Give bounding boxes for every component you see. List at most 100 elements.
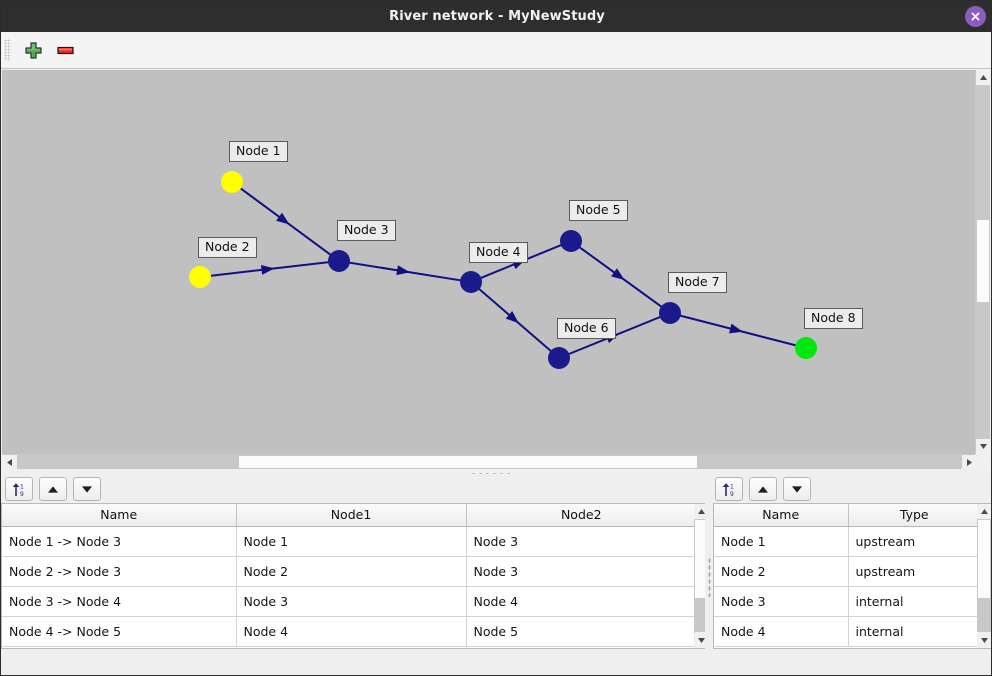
table-cell[interactable]: Node 2: [236, 556, 467, 587]
nodes-sort-button[interactable]: 1 9: [715, 477, 743, 501]
table-cell[interactable]: Node 2: [714, 556, 849, 587]
triangle-up-icon: [758, 485, 768, 493]
branches-sort-button[interactable]: 1 9: [5, 477, 33, 501]
table-cell[interactable]: upstream: [848, 526, 978, 557]
column-header-node2[interactable]: Node2: [466, 504, 694, 527]
vertical-scroll-thumb[interactable]: [976, 219, 990, 303]
graph-node-label[interactable]: Node 8: [804, 308, 863, 329]
table-cell[interactable]: Node 4: [466, 586, 694, 617]
window-title: River network - MyNewStudy: [389, 9, 605, 24]
table-cell[interactable]: Node 3: [466, 556, 694, 587]
vertical-splitter[interactable]: [705, 477, 713, 675]
table-cell[interactable]: Node 1: [714, 526, 849, 557]
svg-text:1: 1: [20, 483, 24, 490]
toolbar-drag-handle[interactable]: [4, 39, 11, 61]
table-cell[interactable]: internal: [848, 586, 978, 617]
table-cell[interactable]: upstream: [848, 556, 978, 587]
graph-node[interactable]: [659, 302, 681, 324]
table-cell[interactable]: Node 5: [466, 616, 694, 647]
nodes-move-down-button[interactable]: [783, 477, 811, 501]
graph-node[interactable]: [560, 230, 582, 252]
branches-move-down-button[interactable]: [73, 477, 101, 501]
horizontal-splitter[interactable]: [2, 469, 977, 477]
canvas-vertical-scrollbar[interactable]: [975, 70, 991, 454]
horizontal-scroll-thumb[interactable]: [238, 455, 698, 469]
graph-node-label[interactable]: Node 6: [557, 318, 616, 339]
graph-node[interactable]: [189, 266, 211, 288]
graph-node-label[interactable]: Node 7: [668, 272, 727, 293]
column-header-name[interactable]: Name: [2, 504, 237, 527]
river-network-canvas[interactable]: Node 1 Node 2 Node 3 Node 4 Node 5 Node 6 Node…: [2, 70, 977, 454]
plus-icon: [24, 41, 42, 59]
scroll-down-button[interactable]: [976, 439, 991, 454]
node-layer: [189, 171, 817, 369]
table-cell[interactable]: Node 4: [236, 616, 467, 647]
nodes-scroll-down-button[interactable]: [977, 633, 991, 648]
graph-node-label[interactable]: Node 1: [229, 141, 288, 162]
column-header-type[interactable]: Type: [848, 504, 978, 527]
splitter-grip-icon: [707, 557, 711, 597]
remove-node-button[interactable]: [52, 37, 78, 63]
scroll-track-below[interactable]: [976, 303, 990, 439]
nodes-scroll-track[interactable]: [977, 599, 991, 632]
branches-move-up-button[interactable]: [39, 477, 67, 501]
table-cell[interactable]: Node 1 -> Node 3: [2, 526, 237, 557]
graph-node[interactable]: [795, 337, 817, 359]
nodes-scroll-thumb[interactable]: [977, 519, 991, 599]
triangle-down-icon: [792, 485, 802, 493]
close-window-button[interactable]: [965, 6, 986, 27]
close-icon: [971, 12, 980, 21]
minus-icon: [56, 46, 74, 54]
table-cell[interactable]: Node 3: [714, 586, 849, 617]
graph-node-label[interactable]: Node 4: [469, 242, 528, 263]
splitter-grip-icon: [469, 471, 510, 475]
table-cell[interactable]: Node 3 -> Node 4: [2, 586, 237, 617]
table-cell[interactable]: Node 4: [714, 616, 849, 647]
triangle-down-icon: [980, 444, 987, 449]
graph-node[interactable]: [221, 171, 243, 193]
nodes-scroll-up-button[interactable]: [977, 504, 991, 519]
hscroll-track-left[interactable]: [17, 455, 238, 469]
table-cell[interactable]: Node 3: [236, 586, 467, 617]
network-graph: [189, 171, 817, 369]
edge-layer: [209, 187, 797, 356]
graph-node[interactable]: [548, 347, 570, 369]
edge-arrow-icon: [505, 310, 519, 324]
graph-node[interactable]: [328, 250, 350, 272]
scroll-right-button[interactable]: [962, 455, 977, 470]
graph-node-label[interactable]: Node 5: [569, 200, 628, 221]
table-cell[interactable]: Node 2 -> Node 3: [2, 556, 237, 587]
branches-scroll-track[interactable]: [694, 599, 708, 632]
hscroll-track-right[interactable]: [698, 455, 962, 469]
graph-node-label[interactable]: Node 3: [337, 220, 396, 241]
nodes-move-up-button[interactable]: [749, 477, 777, 501]
nodes-table-scrollbar[interactable]: [977, 503, 991, 649]
table-cell[interactable]: Node 4 -> Node 5: [2, 616, 237, 647]
scroll-left-button[interactable]: [2, 455, 17, 470]
edge-arrow-icon: [729, 323, 743, 334]
graph-node[interactable]: [460, 271, 482, 293]
canvas-horizontal-scrollbar[interactable]: [2, 454, 977, 470]
column-header-node1[interactable]: Node1: [236, 504, 467, 527]
table-cell[interactable]: Node 3: [466, 526, 694, 557]
graph-node-label[interactable]: Node 2: [198, 237, 257, 258]
column-header-name[interactable]: Name: [714, 504, 849, 527]
add-node-button[interactable]: [20, 37, 46, 63]
triangle-down-icon: [981, 638, 988, 643]
scroll-track-above[interactable]: [976, 85, 990, 219]
table-cell[interactable]: internal: [848, 616, 978, 647]
table-cell[interactable]: Node 1: [236, 526, 467, 557]
scroll-up-button[interactable]: [976, 70, 991, 85]
